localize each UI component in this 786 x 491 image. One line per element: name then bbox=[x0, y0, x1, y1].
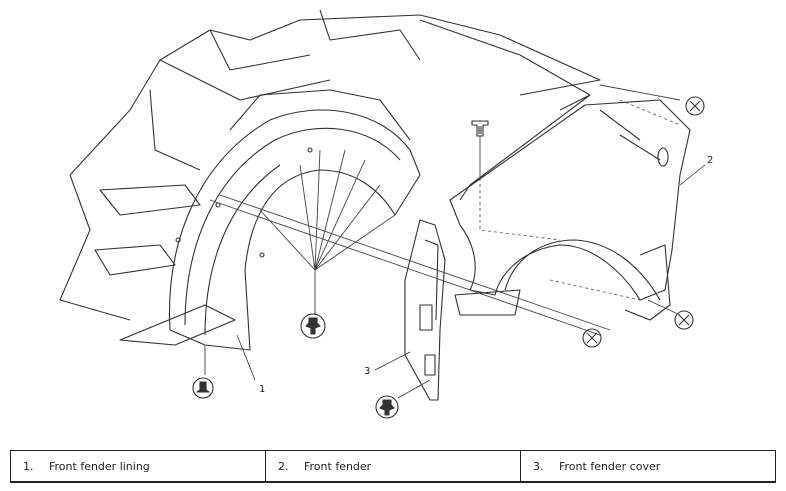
push-pin-icon bbox=[375, 395, 399, 419]
screw-icon bbox=[674, 310, 694, 330]
legend-label: Front fender lining bbox=[49, 459, 150, 473]
vehicle-body-frame bbox=[59, 9, 601, 321]
legend-number: 2. bbox=[278, 459, 289, 473]
legend-item-2: 2. Front fender bbox=[265, 450, 521, 483]
front-fender-lining bbox=[119, 109, 421, 351]
callout-leaders bbox=[236, 164, 706, 381]
callout-1: 1 bbox=[259, 384, 265, 395]
callout-3: 3 bbox=[364, 366, 370, 377]
legend-number: 3. bbox=[533, 459, 544, 473]
screw-icon bbox=[582, 328, 602, 348]
front-fender bbox=[449, 94, 691, 321]
hidden-lines bbox=[479, 99, 681, 301]
assembly-lines bbox=[204, 84, 681, 399]
screw-icon bbox=[685, 96, 705, 116]
legend-number: 1. bbox=[23, 459, 34, 473]
push-pin-icon bbox=[192, 377, 214, 399]
front-fender-cover bbox=[404, 219, 446, 401]
legend-item-3: 3. Front fender cover bbox=[520, 450, 776, 483]
legend-row: 1. Front fender lining 2. Front fender 3. F… bbox=[10, 450, 776, 483]
fender-exploded-diagram: 1 2 3 bbox=[59, 9, 713, 419]
clip-icon bbox=[471, 120, 489, 137]
legend-item-1: 1. Front fender lining bbox=[10, 450, 266, 483]
parts-legend-table: 1. Front fender lining 2. Front fender 3. F… bbox=[10, 450, 776, 483]
legend-label: Front fender cover bbox=[559, 459, 661, 473]
legend-label: Front fender bbox=[304, 459, 372, 473]
callout-2: 2 bbox=[707, 155, 713, 166]
push-pin-icon bbox=[300, 313, 326, 339]
